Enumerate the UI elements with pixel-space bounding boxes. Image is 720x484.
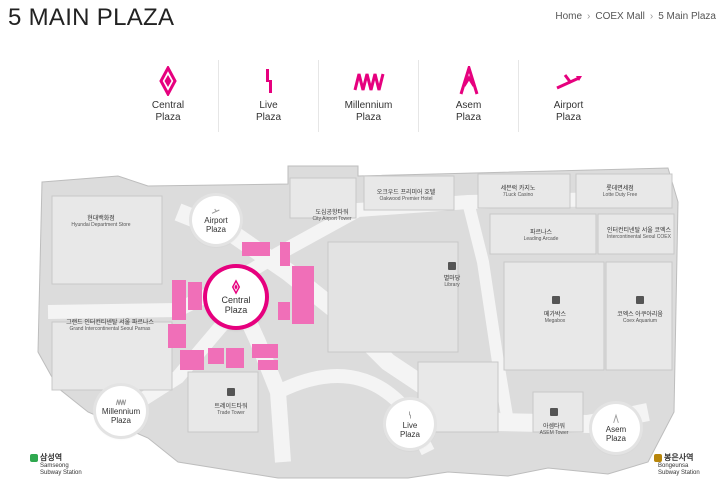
tab-live-plaza[interactable]: Live Plaza: [218, 60, 318, 132]
asem-plaza-icon: [613, 413, 619, 423]
library-icon: [448, 262, 456, 270]
marker-label: Live Plaza: [399, 421, 420, 439]
subway-icon: [30, 454, 38, 463]
plaza-tabs: Central Plaza Live Plaza Millennium Plaz…: [118, 60, 618, 132]
tab-asem-plaza[interactable]: Asem Plaza: [418, 60, 518, 132]
breadcrumb-coex-mall[interactable]: COEX Mall: [595, 11, 645, 22]
samseong-station[interactable]: 삼성역 Samseong Subway Station: [30, 454, 82, 477]
marker-label: Central Plaza: [221, 295, 251, 315]
airport-plaza-marker[interactable]: Airport Plaza: [192, 196, 240, 244]
tab-airport-plaza[interactable]: Airport Plaza: [518, 60, 618, 132]
tab-millennium-plaza[interactable]: Millennium Plaza: [318, 60, 418, 132]
live-plaza-icon: [409, 411, 411, 419]
chevron-right-icon: ›: [587, 11, 591, 22]
tab-label: Asem Plaza: [455, 100, 482, 123]
tab-label: Airport Plaza: [553, 100, 584, 123]
mall-map: [28, 162, 688, 480]
megabox-icon: [552, 296, 560, 304]
tab-label: Live Plaza: [255, 100, 281, 123]
live-plaza-icon: [265, 69, 272, 93]
central-plaza-marker[interactable]: Central Plaza: [207, 268, 265, 326]
breadcrumb: Home › COEX Mall › 5 Main Plaza: [555, 11, 716, 22]
airport-plaza-icon: [555, 74, 582, 90]
tab-label: Central Plaza: [151, 100, 185, 123]
airport-plaza-icon: [211, 208, 220, 214]
central-plaza-icon: [231, 279, 241, 295]
chevron-right-icon: ›: [649, 11, 654, 22]
millennium-plaza-marker[interactable]: Millennium Plaza: [96, 386, 146, 436]
live-plaza-marker[interactable]: Live Plaza: [386, 400, 434, 448]
aquarium-icon: [636, 296, 644, 304]
marker-label: Airport Plaza: [204, 216, 228, 234]
breadcrumb-current: 5 Main Plaza: [658, 11, 716, 22]
millennium-plaza-icon: [115, 399, 127, 406]
breadcrumb-home[interactable]: Home: [555, 11, 583, 22]
central-plaza-icon: [159, 66, 177, 96]
millennium-plaza-icon: [353, 73, 384, 91]
tab-central-plaza[interactable]: Central Plaza: [118, 60, 218, 132]
bongeunsa-station[interactable]: 봉은사역 Bongeunsa Subway Station: [654, 454, 700, 477]
page-title: 5 MAIN PLAZA: [8, 4, 175, 31]
marker-label: Millennium Plaza: [101, 407, 141, 425]
central-store-block: [172, 280, 186, 320]
subway-icon: [654, 454, 662, 463]
mall-floorplan: [37, 165, 679, 479]
marker-label: Asem Plaza: [605, 425, 627, 443]
trade-tower-icon: [227, 388, 235, 396]
asem-plaza-marker[interactable]: Asem Plaza: [592, 404, 640, 452]
asem-tower-icon: [550, 408, 558, 416]
asem-plaza-icon: [459, 66, 478, 95]
tab-label: Millennium Plaza: [344, 100, 393, 123]
